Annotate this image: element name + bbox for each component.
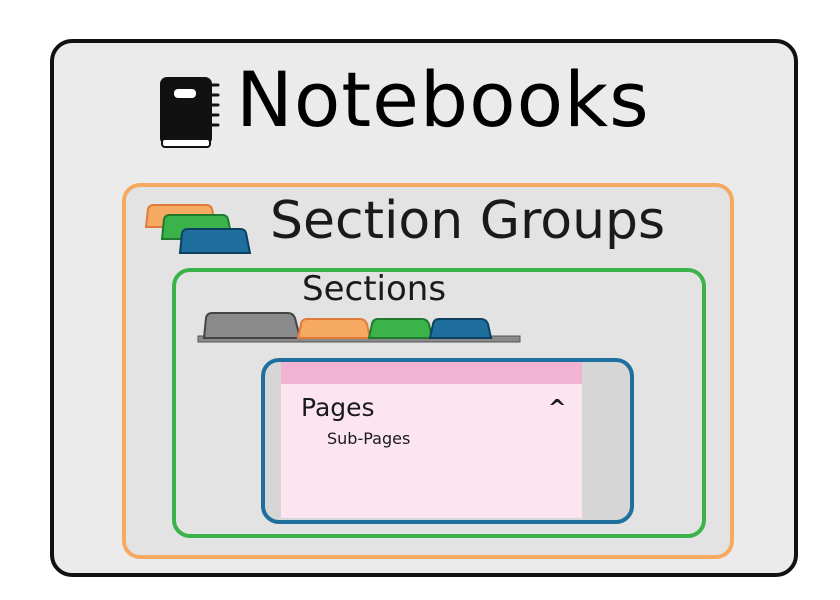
section-tab-gray bbox=[202, 312, 302, 339]
notebook-title: Notebooks bbox=[236, 55, 650, 144]
section-group-title: Section Groups bbox=[270, 191, 666, 251]
collapse-caret-icon[interactable]: ^ bbox=[548, 396, 567, 421]
page-body bbox=[281, 384, 582, 518]
section-tabs-icon bbox=[197, 312, 521, 343]
page-header-bar bbox=[281, 362, 582, 384]
notebook-icon bbox=[160, 77, 220, 148]
stacked-tabs-icon bbox=[144, 204, 252, 254]
section-tab-orange bbox=[296, 318, 372, 339]
page-title: Pages bbox=[301, 393, 375, 422]
section-title: Sections bbox=[302, 269, 447, 309]
section-tab-blue bbox=[428, 318, 493, 339]
subpage-title: Sub-Pages bbox=[327, 429, 411, 448]
section-tab-green bbox=[367, 318, 434, 339]
section-group-tab-blue bbox=[178, 228, 252, 254]
